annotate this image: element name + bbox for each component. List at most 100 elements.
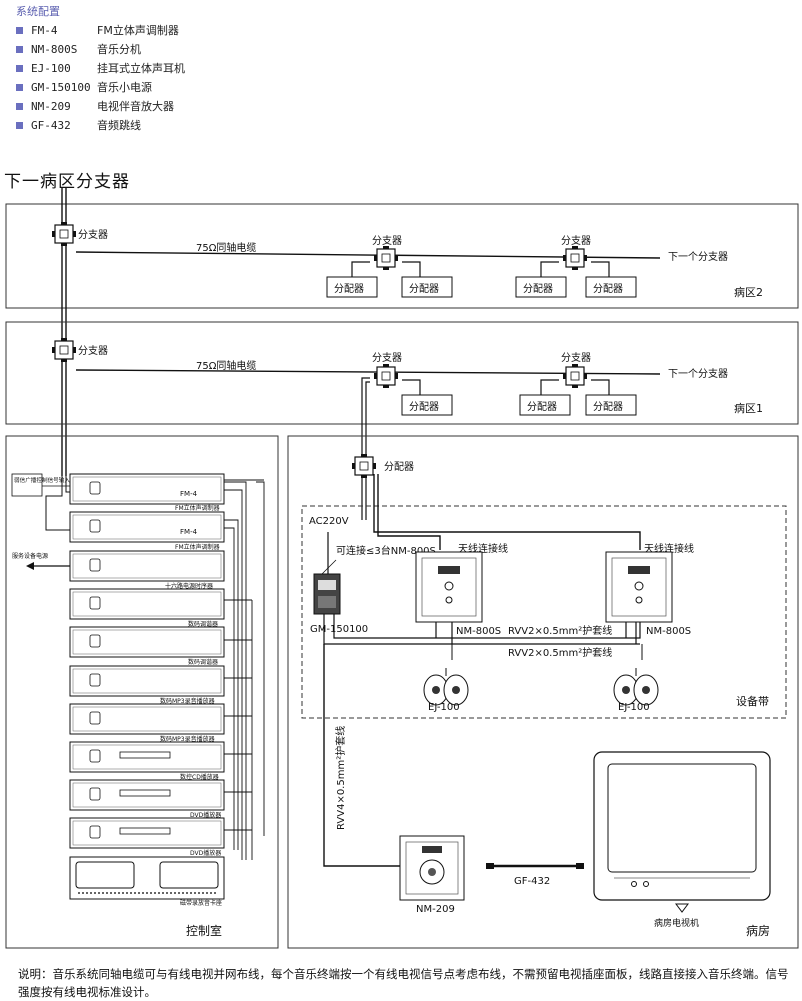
power-supply (313, 573, 341, 615)
input-note-box (11, 473, 43, 497)
ward2-distributor (585, 276, 637, 298)
power-unit-label: GM-150100 (310, 624, 368, 635)
rack-label: 数码MP3录音播放器 (160, 735, 215, 743)
bullet-icon (16, 46, 23, 53)
bullet-icon (16, 84, 23, 91)
rack-unit (69, 817, 225, 849)
room-splitter-label: 分配器 (384, 461, 414, 473)
rack-label: 十六路电源时序器 (165, 582, 213, 590)
legend-code: EJ-100 (31, 62, 71, 75)
ward1-coax (75, 369, 661, 375)
rack-label: FM立体声调制器 (175, 543, 220, 551)
ward1-main-splitter (51, 337, 77, 363)
headphone-label-2: EJ-100 (618, 702, 650, 713)
ward2-cable-label: 75Ω同轴电缆 (196, 241, 256, 254)
tv-label: 病房电视机 (654, 917, 699, 929)
unit-label-1: NM-800S (456, 626, 501, 637)
ward2-distributor-label: 分配器 (409, 283, 439, 295)
ward1-splitter-a-label: 分支器 (372, 352, 402, 364)
ac-label: AC220V (309, 516, 349, 527)
ward1-splitter-a (373, 363, 399, 389)
ward1-distributor (401, 394, 453, 416)
legend-code: GM-150100 (31, 81, 91, 94)
ward1-splitter-label: 分支器 (78, 345, 108, 357)
ward-room-box (287, 435, 799, 949)
connect-note: 可连接≤3台NM-800S (336, 544, 436, 557)
ward2-box (5, 203, 799, 309)
nm800s-unit-1 (415, 551, 483, 623)
ward2-splitter-label: 分支器 (78, 229, 108, 241)
legend-name: 电视伴音放大器 (97, 100, 174, 113)
ward2-distributor-label: 分配器 (523, 283, 553, 295)
ward2-distributor-label: 分配器 (334, 283, 364, 295)
legend-name: FM立体声调制器 (97, 24, 179, 37)
legend-code: FM-4 (31, 24, 58, 37)
rack-label: 磁带录放音卡座 (180, 899, 222, 907)
ward1-label: 病区1 (734, 401, 763, 415)
ward1-distributor-label: 分配器 (409, 401, 439, 413)
legend-name: 音频跳线 (97, 119, 141, 132)
svg-text:FM-4: FM-4 (180, 490, 198, 498)
nm209-unit (399, 835, 465, 901)
legend-row: EJ-100 挂耳式立体声耳机 (16, 59, 185, 78)
headphone-label-1: EJ-100 (428, 702, 460, 713)
headphone-icon (613, 668, 659, 706)
bullet-icon (16, 27, 23, 34)
svg-text:FM-4: FM-4 (180, 528, 198, 536)
room-splitter (351, 453, 377, 479)
rack-unit: FM-4 (69, 473, 225, 505)
rack-unit: FM-4 (69, 511, 225, 543)
ward2-distributor (326, 276, 378, 298)
ward2-distributor (515, 276, 567, 298)
unit-label-2: NM-800S (646, 626, 691, 637)
control-room-label: 控制室 (186, 923, 222, 938)
rack-label: 数码MP3录音播放器 (160, 697, 215, 705)
ward2-splitter-b-label: 分支器 (561, 235, 591, 247)
equipment-band-label: 设备带 (736, 694, 769, 708)
ward2-splitter-a-label: 分支器 (372, 235, 402, 247)
ward2-main-splitter (51, 221, 77, 247)
legend-row: GF-432 音频跳线 (16, 116, 185, 135)
rack-label: 数控CD播放器 (180, 773, 219, 781)
rack-unit (69, 588, 225, 620)
equipment-band-box (301, 505, 787, 719)
ward1-next-label: 下一个分支器 (668, 368, 728, 380)
ward2-distributor-label: 分配器 (593, 283, 623, 295)
legend-row: GM-150100 音乐小电源 (16, 78, 185, 97)
ward1-distributor-label: 分配器 (527, 401, 557, 413)
nm800s-unit-2 (605, 551, 673, 623)
ward2-label: 病区2 (734, 285, 763, 299)
rack-label: FM立体声调制器 (175, 504, 220, 512)
vertical-cable-label: RVV4×0.5mm²护套线 (334, 726, 347, 830)
bullet-icon (16, 103, 23, 110)
control-room-box (5, 435, 279, 949)
amp-label: NM-209 (416, 904, 455, 915)
legend-name: 挂耳式立体声耳机 (97, 62, 185, 75)
bullet-icon (16, 122, 23, 129)
tape-deck (69, 856, 225, 900)
legend-code: NM-209 (31, 100, 71, 113)
ward1-distributor (585, 394, 637, 416)
rack-unit (69, 741, 225, 773)
ward1-splitter-b-label: 分支器 (561, 352, 591, 364)
input-note: 弱信广播控制信号输入 (14, 476, 70, 484)
rack-unit (69, 550, 225, 582)
rack-unit (69, 779, 225, 811)
cable-label-2: RVV2×0.5mm²护套线 (508, 646, 612, 659)
headphone-icon (423, 668, 469, 706)
jumper-label: GF-432 (514, 876, 550, 887)
rack-unit (69, 665, 225, 697)
legend-code: GF-432 (31, 119, 71, 132)
ward1-box (5, 321, 799, 425)
ward-room-label: 病房 (746, 923, 770, 938)
bullet-icon (16, 65, 23, 72)
cable-label-1: RVV2×0.5mm²护套线 (508, 624, 612, 637)
power-note: 服务设备电源 (12, 552, 48, 560)
tv-icon (593, 751, 771, 913)
legend-name: 音乐小电源 (97, 81, 152, 94)
legend-row: NM-209 电视伴音放大器 (16, 97, 185, 116)
arrow-left-icon (26, 562, 34, 570)
